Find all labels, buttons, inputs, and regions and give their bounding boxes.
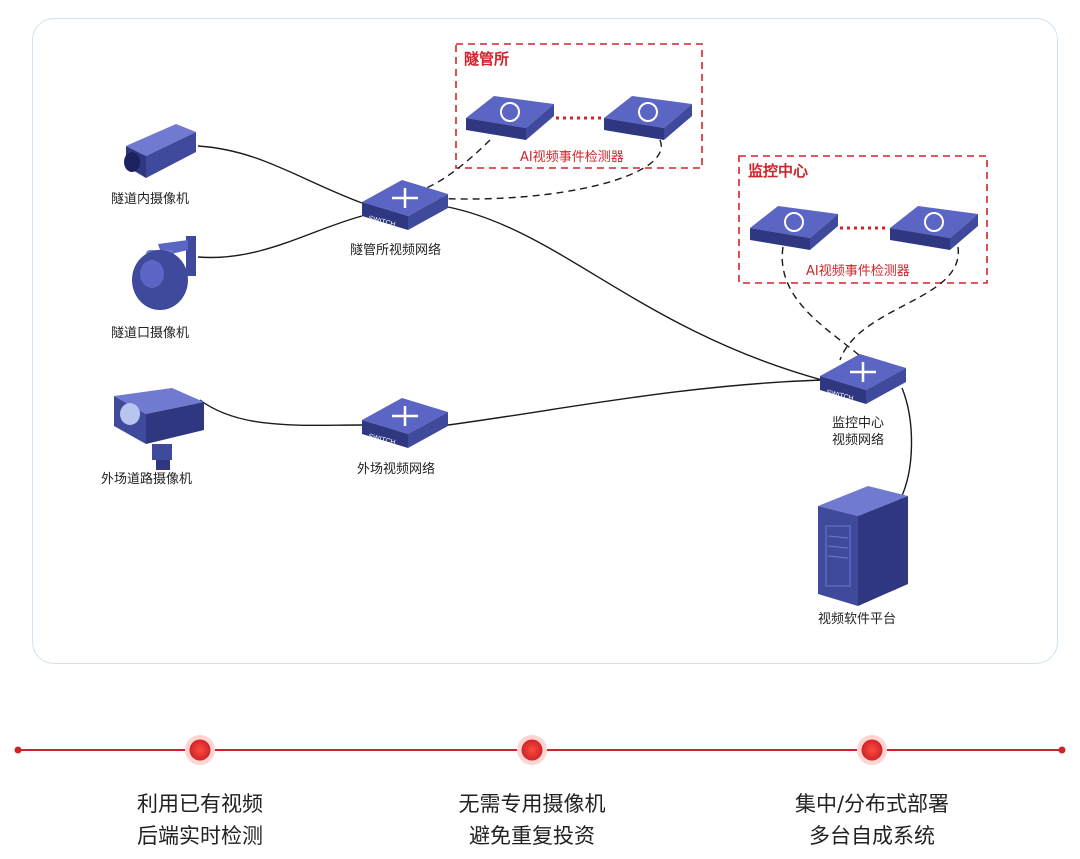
switch-icon: SWITCH — [362, 180, 448, 230]
link-inner-camera-to-tunnel-switch — [197, 145, 363, 204]
feature-item: 无需专用摄像机 避免重复投资 — [402, 788, 662, 852]
box-camera-icon — [124, 124, 196, 178]
server-icon — [818, 486, 908, 606]
monitor-center-network-line1: 监控中心 — [832, 416, 885, 431]
timeline-marker — [517, 735, 547, 765]
switch-icon: SWITCH — [820, 354, 906, 404]
feature-line2: 多台自成系统 — [809, 824, 935, 848]
tunnel-detector-label: AI视频事件检测器 — [520, 150, 624, 165]
timeline-marker — [185, 735, 215, 765]
center-detector-label: AI视频事件检测器 — [806, 264, 910, 279]
monitor-center-network-line2: 视频网络 — [832, 433, 885, 448]
timeline-marker — [857, 735, 887, 765]
feature-line1: 无需专用摄像机 — [458, 792, 606, 816]
dash-tunnel-detector-b — [429, 139, 663, 200]
tunnel-station-title: 隧管所 — [464, 50, 510, 68]
tunnel-station-network-label: 隧管所视频网络 — [350, 243, 442, 258]
link-entrance-camera-to-tunnel-switch — [197, 215, 363, 259]
link-center-switch-to-platform — [899, 387, 913, 501]
outdoor-road-camera-label: 外场道路摄像机 — [101, 472, 193, 487]
dome-camera-icon — [132, 236, 196, 310]
tunnel-inner-camera-label: 隧道内摄像机 — [111, 192, 190, 207]
ai-detector-icon — [750, 206, 838, 250]
timeline-end-dot — [1058, 746, 1066, 754]
dash-tunnel-detector-a — [419, 139, 491, 191]
link-outdoor-switch-to-center-switch — [447, 379, 823, 426]
monitor-center-network-label: 监控中心 视频网络 — [832, 415, 884, 449]
monitor-center-group-box — [738, 155, 988, 284]
link-road-camera-to-outdoor-switch — [199, 399, 363, 426]
dash-center-detector-b — [839, 246, 959, 361]
feature-item: 利用已有视频 后端实时检测 — [70, 788, 330, 852]
tunnel-station-group-box — [455, 43, 703, 169]
feature-line2: 后端实时检测 — [137, 824, 263, 848]
switch-icon: SWITCH — [362, 398, 448, 448]
monitor-center-title: 监控中心 — [748, 162, 809, 180]
link-tunnel-switch-to-center-switch — [447, 206, 823, 381]
ai-detector-icon — [890, 206, 978, 250]
outdoor-network-label: 外场视频网络 — [357, 462, 436, 477]
video-platform-label: 视频软件平台 — [818, 612, 897, 627]
tunnel-entrance-camera-label: 隧道口摄像机 — [111, 326, 190, 341]
ai-detector-icon — [466, 96, 554, 140]
feature-line1: 利用已有视频 — [137, 792, 263, 816]
feature-line1: 集中/分布式部署 — [794, 792, 950, 816]
timeline-end-dot — [14, 746, 22, 754]
feature-item: 集中/分布式部署 多台自成系统 — [742, 788, 1002, 852]
feature-line2: 避免重复投资 — [469, 824, 595, 848]
dash-center-detector-a — [781, 246, 861, 357]
ai-detector-icon — [604, 96, 692, 140]
road-camera-icon — [114, 388, 204, 470]
